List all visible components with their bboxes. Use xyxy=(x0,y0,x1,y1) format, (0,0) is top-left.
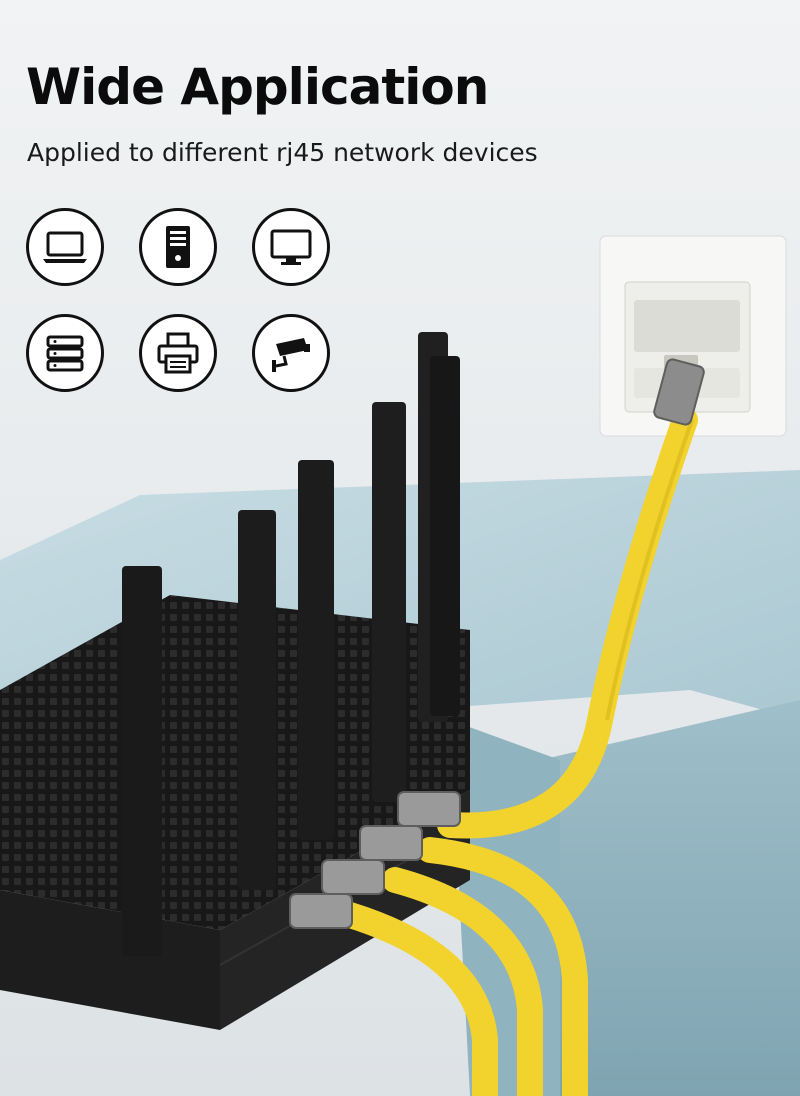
laptop-icon xyxy=(26,208,104,286)
page-subtitle: Applied to different rj45 network device… xyxy=(27,138,538,167)
wall-socket xyxy=(599,235,787,437)
page-title: Wide Application xyxy=(26,58,489,116)
desktop-tower-icon xyxy=(139,208,217,286)
server-icon xyxy=(26,314,104,392)
device-icon-grid xyxy=(24,208,344,398)
cables xyxy=(337,407,698,1096)
rj45-connectors xyxy=(289,358,705,929)
security-camera-icon xyxy=(252,314,330,392)
monitor-icon xyxy=(252,208,330,286)
printer-icon xyxy=(139,314,217,392)
